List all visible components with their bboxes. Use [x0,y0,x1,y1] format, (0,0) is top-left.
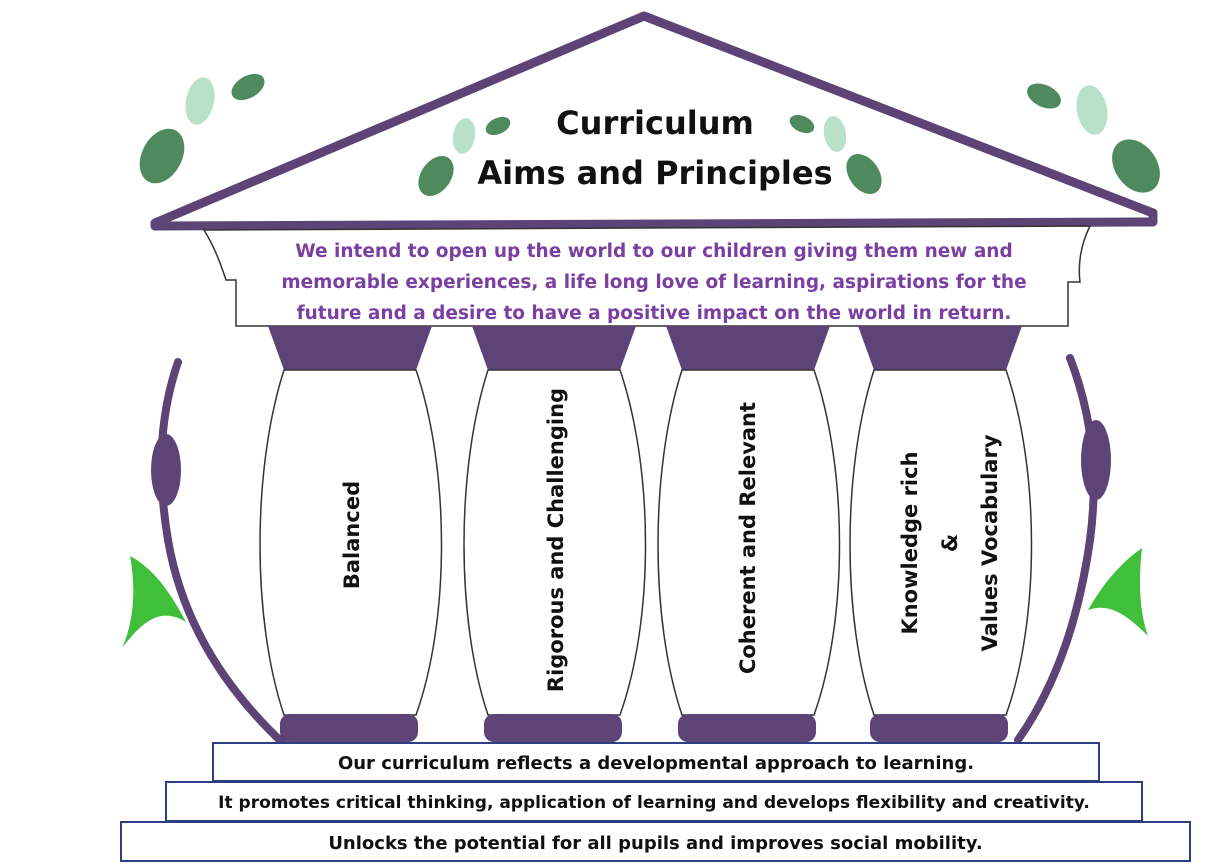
leaf [823,116,847,152]
pillar-base [484,714,622,742]
pillar-label-coherent: Coherent and Relevant [728,402,768,674]
pillar-capital [472,326,636,370]
diagram-subtitle: Aims and Principles [477,154,833,192]
pillar-capital [666,326,830,370]
leaf [485,116,511,136]
pillar-label-balanced: Balanced [332,481,372,589]
leaf [1076,85,1108,135]
pillar-base [870,714,1008,742]
left-bud [151,434,181,506]
foundation-step-top: Our curriculum reflects a developmental … [212,742,1100,782]
leaf [185,77,215,125]
pillar-shaft [849,369,1033,716]
intent-panel [202,225,1092,327]
leaf [139,128,185,184]
pillar-label-line: Values Vocabulary [978,434,1002,652]
intent-line: memorable experiences, a life long love … [281,272,1027,293]
left-green-leaf [122,556,186,648]
pillar-rigorous [463,326,647,742]
pillar-label-rigorous: Rigorous and Challenging [536,388,576,692]
leaf [789,114,815,134]
leaf [1027,83,1061,109]
pillar-base [678,714,816,742]
intent-line: future and a desire to have a positive i… [296,303,1012,324]
pillar-label-line: Coherent and Relevant [736,401,760,675]
pillar-capital [858,326,1022,370]
right-green-leaf [1088,548,1148,636]
foundation-step-bottom: Unlocks the potential for all pupils and… [120,821,1191,862]
roof [150,11,1158,231]
pillar-label-knowledge: Knowledge rich & Values Vocabulary [890,434,1010,651]
right-stem [1014,354,1098,744]
intent-statement: We intend to open up the world to our ch… [236,236,1072,329]
diagram-title: Curriculum [556,104,754,142]
pillar-shaft [463,369,647,716]
pillar-knowledge [849,326,1033,742]
pillar-base [280,714,418,742]
pillar-label-line: Balanced [340,480,364,590]
leaf [452,118,476,154]
foundation-step-middle: It promotes critical thinking, applicati… [165,781,1143,822]
pillar-coherent [657,326,841,742]
leaf [418,156,454,196]
pillar-label-line: & [938,533,962,553]
pillar-balanced [259,326,443,742]
leaf [231,73,265,101]
leaf [846,154,882,194]
pillar-label-line: Rigorous and Challenging [544,387,568,693]
pillar-label-line: Knowledge rich [898,451,922,635]
leaf [1112,139,1160,193]
pillar-capital [268,326,432,370]
left-stem [157,358,289,749]
pillar-shaft [657,369,841,716]
right-bud [1081,420,1111,500]
pillar-shaft [259,369,443,716]
intent-line: We intend to open up the world to our ch… [295,241,1013,262]
